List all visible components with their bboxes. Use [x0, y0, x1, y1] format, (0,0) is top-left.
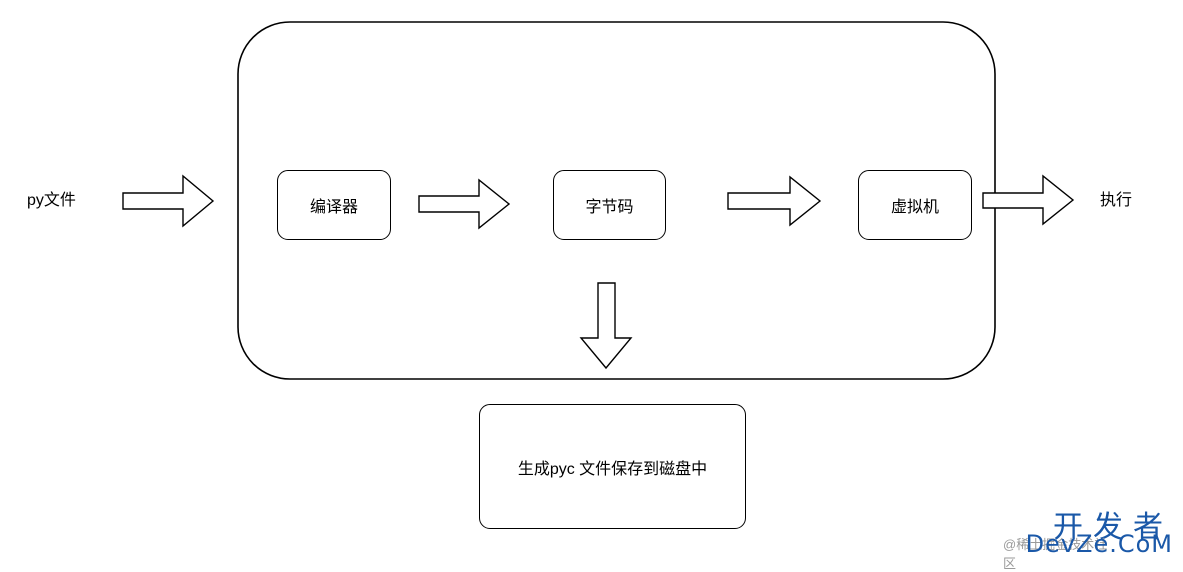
arrow-compile-icon	[418, 178, 511, 230]
save-pyc-node-label: 生成pyc 文件保存到磁盘中	[517, 460, 708, 478]
arrow-save-icon	[579, 282, 633, 370]
watermark-cn: 开发者	[1053, 510, 1173, 545]
bytecode-node-label: 字节码	[585, 199, 634, 216]
bytecode-node: 字节码	[553, 170, 666, 240]
arrow-interpret-icon	[727, 175, 822, 227]
watermark-handle: @稀土掘金技术社区	[1003, 537, 1108, 571]
execute-label: 执行	[1100, 192, 1133, 209]
watermark-en: DevZe.CoM	[1025, 530, 1173, 558]
vm-node: 虚拟机	[858, 170, 972, 240]
save-pyc-node: 生成pyc 文件保存到磁盘中	[479, 404, 746, 529]
watermark: 开发者 @稀土掘金技术社区 DevZe.CoM	[1003, 502, 1173, 571]
arrow-input-icon	[122, 174, 215, 228]
compiler-node-label: 编译器	[309, 199, 358, 216]
input-file-label: py文件	[27, 192, 76, 209]
arrow-output-icon	[982, 174, 1075, 226]
compiler-node: 编译器	[277, 170, 391, 240]
vm-node-label: 虚拟机	[890, 199, 939, 216]
